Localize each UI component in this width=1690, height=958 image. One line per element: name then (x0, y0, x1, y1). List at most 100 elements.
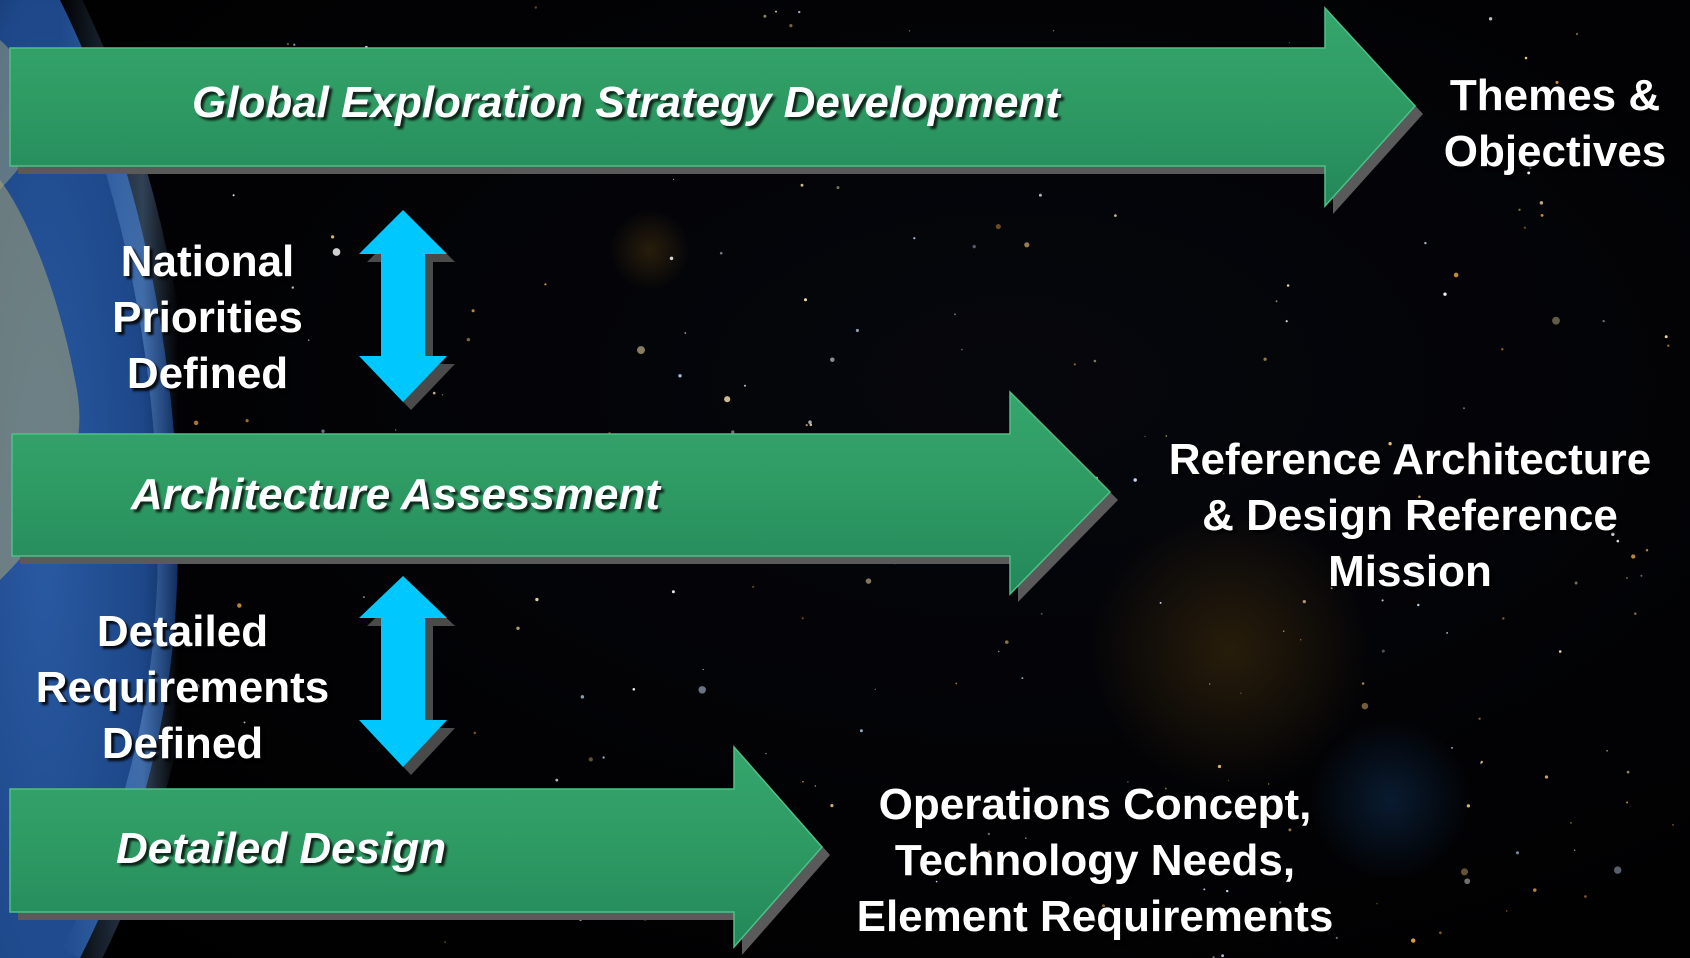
star (1026, 911, 1029, 913)
star (809, 423, 813, 427)
star (1523, 226, 1526, 229)
star (1285, 320, 1288, 323)
star (731, 430, 735, 434)
star (1488, 17, 1493, 21)
star (362, 596, 365, 599)
star (1463, 407, 1465, 410)
star (395, 429, 397, 431)
star (1330, 587, 1333, 590)
star (1268, 783, 1270, 785)
star (1282, 630, 1285, 633)
star (1127, 781, 1129, 783)
star (1299, 639, 1302, 641)
star (1068, 807, 1071, 810)
star (669, 256, 674, 261)
star (1203, 888, 1206, 891)
star (678, 374, 682, 378)
star (1209, 683, 1211, 685)
star (702, 668, 704, 671)
stage-arrow (11, 390, 1112, 596)
star (1335, 556, 1343, 564)
star (789, 23, 793, 28)
star (698, 686, 706, 694)
star (441, 394, 444, 396)
star (1464, 878, 1471, 885)
star (1424, 241, 1427, 245)
star (1231, 815, 1233, 818)
star (1533, 888, 1537, 892)
star (1480, 760, 1483, 764)
star (1505, 910, 1508, 912)
star (1584, 895, 1587, 898)
star (724, 396, 731, 403)
star (955, 682, 958, 685)
star (1518, 208, 1521, 211)
star (1222, 472, 1225, 475)
star (1540, 213, 1544, 217)
star (1539, 201, 1544, 205)
star (555, 778, 559, 782)
star (232, 194, 235, 197)
link-label-national-priorities: National Priorities Defined (112, 237, 303, 398)
star (992, 797, 997, 802)
star (865, 578, 872, 584)
star (972, 244, 976, 249)
star (1524, 56, 1528, 60)
star (1133, 478, 1137, 482)
star (830, 804, 834, 808)
star (774, 10, 778, 13)
star (744, 384, 746, 387)
output-reference-architecture: Reference Architecture & Design Referenc… (1168, 435, 1652, 596)
star (752, 585, 755, 588)
star (1418, 495, 1421, 498)
star (684, 332, 687, 334)
star (1501, 348, 1504, 351)
star (1021, 677, 1024, 680)
star (1038, 193, 1042, 197)
star (1005, 640, 1009, 644)
star (242, 691, 245, 694)
star (193, 683, 200, 691)
star (291, 286, 294, 289)
star (1114, 214, 1117, 217)
star (632, 688, 636, 691)
star (1555, 80, 1559, 84)
star (800, 183, 804, 187)
star (1091, 918, 1097, 923)
star (1335, 936, 1338, 940)
star (797, 10, 801, 14)
star (1040, 612, 1043, 615)
star (332, 248, 341, 256)
star (1093, 359, 1097, 363)
star (602, 756, 605, 759)
star (1544, 775, 1549, 779)
output-operations-concept: Operations Concept, Technology Needs, El… (856, 780, 1334, 941)
star (637, 346, 645, 355)
star (1375, 519, 1378, 522)
star (1613, 866, 1622, 874)
star (534, 6, 537, 9)
star (1024, 242, 1030, 248)
star (1381, 599, 1384, 602)
star (908, 30, 911, 32)
link-label-detailed-requirements: Detailed Requirements Defined (35, 607, 330, 768)
star (1410, 938, 1416, 943)
star (803, 298, 808, 302)
star (432, 391, 436, 395)
star (1164, 787, 1167, 790)
star (1263, 357, 1267, 361)
star (1226, 889, 1229, 893)
output-themes-objectives: Themes & Objectives (1443, 71, 1667, 176)
star (1073, 363, 1076, 366)
star (237, 603, 242, 608)
star (1625, 577, 1628, 580)
star (1101, 917, 1103, 920)
star (995, 224, 1001, 230)
star (1569, 821, 1573, 824)
star (1527, 171, 1531, 175)
star (1478, 717, 1481, 720)
star (1664, 335, 1668, 339)
star (913, 237, 916, 240)
